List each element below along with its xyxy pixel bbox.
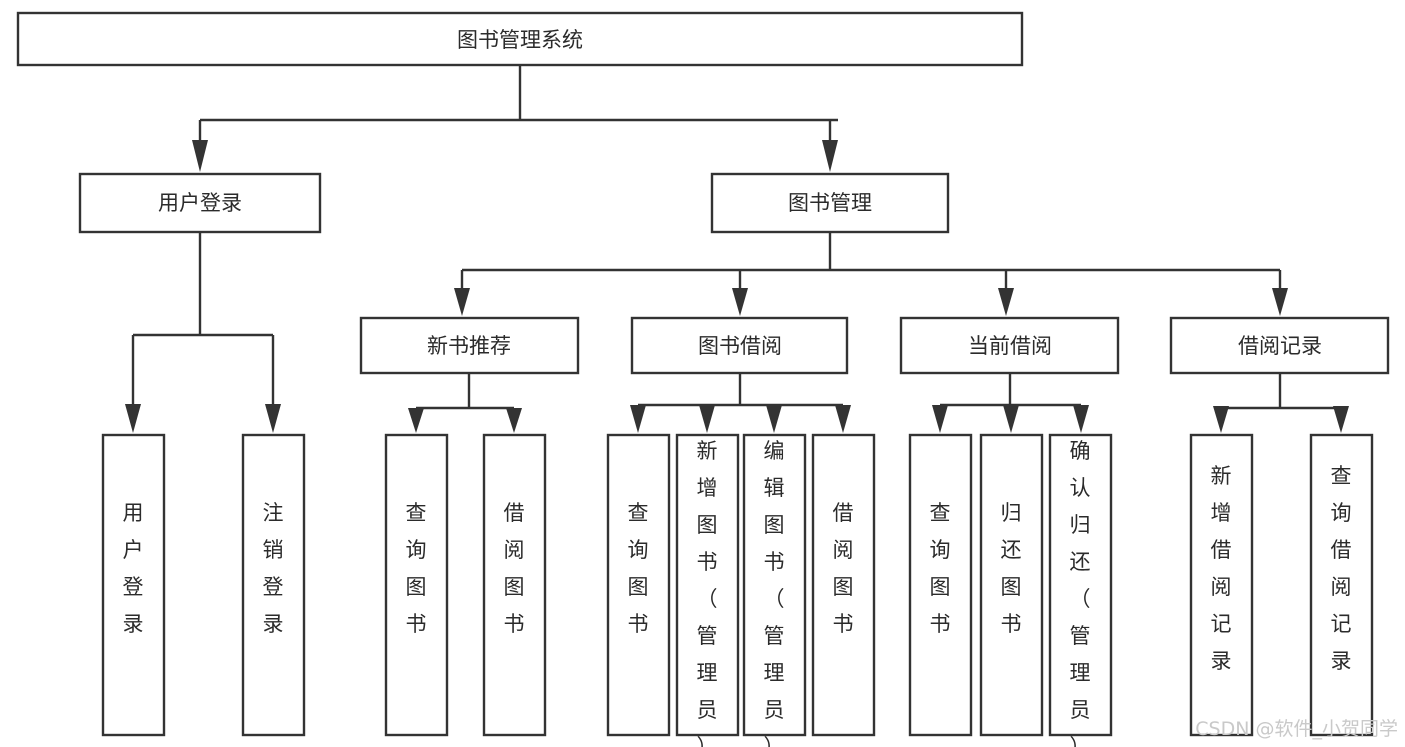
watermark-text: CSDN @软件_小贺同学: [1195, 718, 1398, 740]
leaf-user-login-box[interactable]: [101, 433, 166, 737]
node-leaf-add-record[interactable]: 新增借阅记录: [1189, 433, 1254, 737]
node-leaf-add-book[interactable]: 新增图书（管理员）: [675, 433, 740, 747]
leaf-borrow-book-2-label: 借阅图书: [833, 501, 854, 636]
root-box[interactable]: [16, 11, 1024, 67]
book-manage-box[interactable]: [710, 172, 950, 234]
node-borrow-record[interactable]: 借阅记录: [1169, 316, 1390, 375]
node-leaf-query-book-3[interactable]: 查询图书: [908, 433, 973, 737]
leaf-user-login-label: 用户登录: [123, 501, 144, 636]
leaf-user-logout-label: 注销登录: [263, 501, 284, 636]
leaf-user-logout-box[interactable]: [241, 433, 306, 737]
node-leaf-edit-book[interactable]: 编辑图书（管理员）: [742, 433, 807, 747]
leaf-add-book-box[interactable]: [675, 433, 740, 737]
leaf-confirm-return-box[interactable]: [1048, 433, 1113, 737]
node-leaf-return-book[interactable]: 归还图书: [979, 433, 1044, 737]
new-book-rec-label: 新书推荐: [427, 334, 511, 358]
leaf-query-record-label: 查询借阅记录: [1331, 464, 1352, 673]
arrowhead-leaf-query-book-1: [408, 408, 424, 433]
arrowhead-leaf-query-record: [1333, 406, 1349, 433]
leaf-borrow-book-1-box[interactable]: [482, 433, 547, 737]
root-label: 图书管理系统: [457, 28, 583, 52]
leaf-add-record-label: 新增借阅记录: [1211, 464, 1232, 673]
leaf-confirm-return-label: 确认归还（管理员）: [1070, 439, 1091, 747]
leaf-query-book-2-label: 查询图书: [628, 501, 649, 636]
leaf-query-book-2-box[interactable]: [606, 433, 671, 737]
leaf-add-book-label: 新增图书（管理员）: [697, 439, 718, 747]
arrowhead-leaf-query-book-2: [630, 405, 646, 433]
arrowhead-leaf-borrow-book-2: [835, 405, 851, 433]
arrowhead-book-manage: [822, 140, 838, 172]
node-leaf-query-record[interactable]: 查询借阅记录: [1309, 433, 1374, 737]
leaf-borrow-book-1-label: 借阅图书: [504, 501, 525, 636]
arrowhead-leaf-user-logout: [265, 404, 281, 433]
borrow-record-box[interactable]: [1169, 316, 1390, 375]
leaf-add-record-box[interactable]: [1189, 433, 1254, 737]
arrowhead-leaf-confirm-return: [1073, 405, 1089, 433]
new-book-rec-box[interactable]: [359, 316, 580, 375]
arrowhead-new-book-rec: [454, 288, 470, 316]
user-login-label: 用户登录: [158, 191, 242, 215]
arrowhead-current-borrow: [998, 288, 1014, 316]
node-leaf-user-logout[interactable]: 注销登录: [241, 433, 306, 737]
leaf-edit-book-label: 编辑图书（管理员）: [764, 439, 785, 747]
node-root-system[interactable]: 图书管理系统: [16, 11, 1024, 67]
arrowhead-leaf-return-book: [1003, 405, 1019, 433]
arrowhead-leaf-add-record: [1213, 406, 1229, 433]
leaf-borrow-book-2-box[interactable]: [811, 433, 876, 737]
arrowhead-leaf-user-login: [125, 404, 141, 433]
node-leaf-borrow-book-1[interactable]: 借阅图书: [482, 433, 547, 737]
node-leaf-user-login[interactable]: 用户登录: [101, 433, 166, 737]
node-leaf-query-book-2[interactable]: 查询图书: [606, 433, 671, 737]
arrowhead-leaf-borrow-book-1: [506, 408, 522, 433]
leaf-query-book-3-label: 查询图书: [930, 501, 951, 636]
connectors-layer: [125, 65, 1349, 433]
node-leaf-query-book-1[interactable]: 查询图书: [384, 433, 449, 737]
user-login-box[interactable]: [78, 172, 322, 234]
node-leaf-confirm-return[interactable]: 确认归还（管理员）: [1048, 433, 1113, 747]
node-leaf-borrow-book-2[interactable]: 借阅图书: [811, 433, 876, 737]
arrowhead-book-borrow: [732, 288, 748, 316]
book-manage-label: 图书管理: [788, 191, 872, 215]
leaf-edit-book-box[interactable]: [742, 433, 807, 737]
arrowhead-user-login: [192, 140, 208, 172]
node-book-manage[interactable]: 图书管理: [710, 172, 950, 234]
node-book-borrow[interactable]: 图书借阅: [630, 316, 849, 375]
leaf-return-book-label: 归还图书: [1001, 501, 1022, 636]
book-borrow-label: 图书借阅: [698, 334, 782, 358]
current-borrow-box[interactable]: [899, 316, 1120, 375]
current-borrow-label: 当前借阅: [968, 334, 1052, 358]
arrowhead-borrow-record: [1272, 288, 1288, 316]
leaf-query-book-1-label: 查询图书: [406, 501, 427, 636]
arrowhead-leaf-query-book-3: [932, 405, 948, 433]
leaf-query-book-3-box[interactable]: [908, 433, 973, 737]
leaf-query-record-box[interactable]: [1309, 433, 1374, 737]
arrowhead-leaf-add-book: [699, 405, 715, 433]
arrowhead-leaf-edit-book: [766, 405, 782, 433]
node-current-borrow[interactable]: 当前借阅: [899, 316, 1120, 375]
leaf-return-book-box[interactable]: [979, 433, 1044, 737]
node-user-login[interactable]: 用户登录: [78, 172, 322, 234]
book-borrow-box[interactable]: [630, 316, 849, 375]
node-new-book-rec[interactable]: 新书推荐: [359, 316, 580, 375]
borrow-record-label: 借阅记录: [1238, 334, 1322, 358]
leaf-query-book-1-box[interactable]: [384, 433, 449, 737]
